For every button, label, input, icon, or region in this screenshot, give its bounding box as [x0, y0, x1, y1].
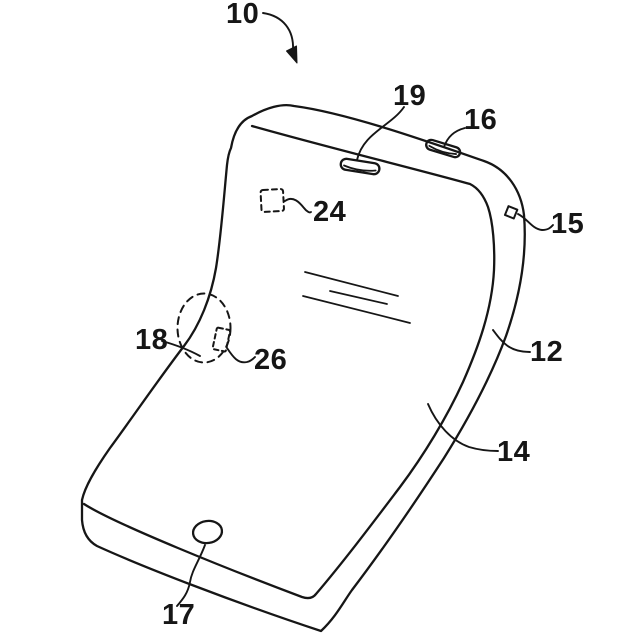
- hidden-component-rect-26: [211, 326, 231, 353]
- ref-label-18: 18: [135, 324, 169, 356]
- leader-14: [427, 403, 499, 452]
- ref-label-17: 17: [162, 599, 196, 631]
- leader-17: [176, 544, 206, 607]
- screen-line-3: [302, 295, 411, 324]
- speaker-slot-icon: [339, 157, 381, 176]
- side-button-square-icon: [503, 205, 519, 220]
- display-face-edge: [82, 124, 496, 600]
- leader-19: [356, 106, 405, 161]
- leader-26: [226, 347, 256, 364]
- ref-label-24: 24: [313, 196, 347, 228]
- leader-12: [492, 329, 531, 353]
- ref-label-19: 19: [393, 80, 427, 112]
- leader-24: [284, 197, 312, 214]
- ref-label-14: 14: [497, 436, 531, 468]
- ref-label-15: 15: [551, 208, 585, 240]
- ref-label-12: 12: [530, 336, 564, 368]
- device-outer-silhouette: [80, 104, 526, 633]
- screen-content-lines: [302, 271, 411, 324]
- hidden-component-circle: [176, 292, 232, 364]
- leader-18: [161, 340, 201, 357]
- hidden-component-square-24: [259, 188, 285, 213]
- leader-15: [517, 213, 554, 231]
- leader-16: [443, 127, 466, 148]
- screen-line-2: [329, 290, 388, 305]
- ref-label-16: 16: [464, 104, 498, 136]
- ref-label-26: 26: [254, 344, 288, 376]
- home-button-icon: [191, 519, 224, 545]
- ref-label-10: 10: [226, 0, 260, 30]
- leader-10: [262, 12, 294, 51]
- screen-line-1: [304, 271, 399, 297]
- leader-lines: [161, 12, 554, 607]
- arrowhead-10-icon: [286, 45, 298, 64]
